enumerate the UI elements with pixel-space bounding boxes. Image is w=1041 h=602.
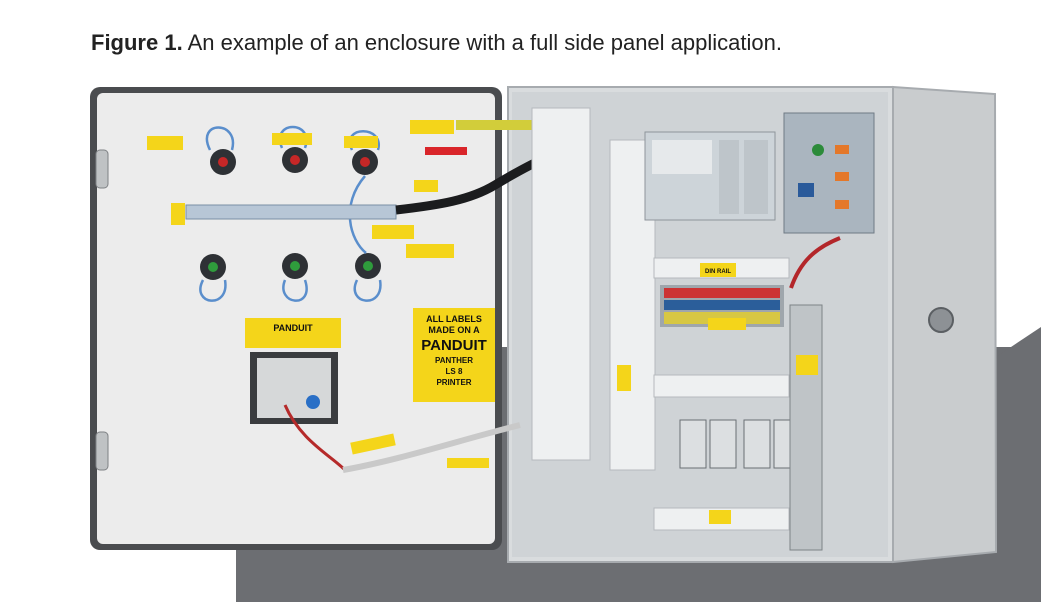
din-rail-assembly: DIN RAIL — [660, 263, 784, 330]
door-hinge-icon — [95, 431, 109, 471]
all-labels-line-1: ALL LABELS — [426, 314, 482, 324]
door-terminal-strip — [185, 204, 397, 220]
all-labels-sign: ALL LABELS MADE ON A PANDUIT PANTHER LS … — [413, 308, 495, 402]
din-rail-label — [700, 263, 736, 277]
duct-label — [796, 355, 818, 375]
terminal-label — [708, 318, 746, 330]
red-cable — [789, 236, 841, 289]
caption-prefix: Figure 1. — [91, 30, 183, 55]
network-panel — [783, 112, 875, 234]
all-labels-line-3: PANDUIT — [421, 337, 487, 354]
ground-strap — [456, 120, 540, 130]
door-switches — [200, 147, 381, 280]
door-labels — [147, 120, 454, 258]
cable-label — [447, 458, 489, 468]
panduit-small-label-text: PANDUIT — [273, 323, 313, 333]
panduit-small-label — [245, 318, 341, 348]
din-rail-label-text: DIN RAIL — [705, 269, 731, 275]
figure-caption: Figure 1. An example of an enclosure wit… — [91, 30, 782, 56]
cable-label — [350, 433, 396, 455]
connector-icon — [306, 395, 320, 409]
door-cutout-panel: PANDUIT — [245, 318, 347, 472]
plc-unit — [644, 131, 776, 221]
red-warning-label — [425, 147, 467, 155]
flex-cable — [342, 422, 521, 473]
caption-text: An example of an enclosure with a full s… — [187, 30, 782, 55]
duct-label — [617, 365, 631, 391]
all-labels-line-6: PRINTER — [436, 378, 471, 387]
cable-gland-icon — [928, 307, 954, 333]
all-labels-line-2: MADE ON A — [428, 325, 480, 335]
all-labels-line-4: PANTHER — [435, 356, 473, 365]
all-labels-line-5: LS 8 — [446, 367, 463, 376]
duct-label — [709, 510, 731, 524]
contactors — [679, 419, 791, 469]
door-hinge-icon — [95, 149, 109, 189]
vertical-duct — [789, 304, 823, 551]
